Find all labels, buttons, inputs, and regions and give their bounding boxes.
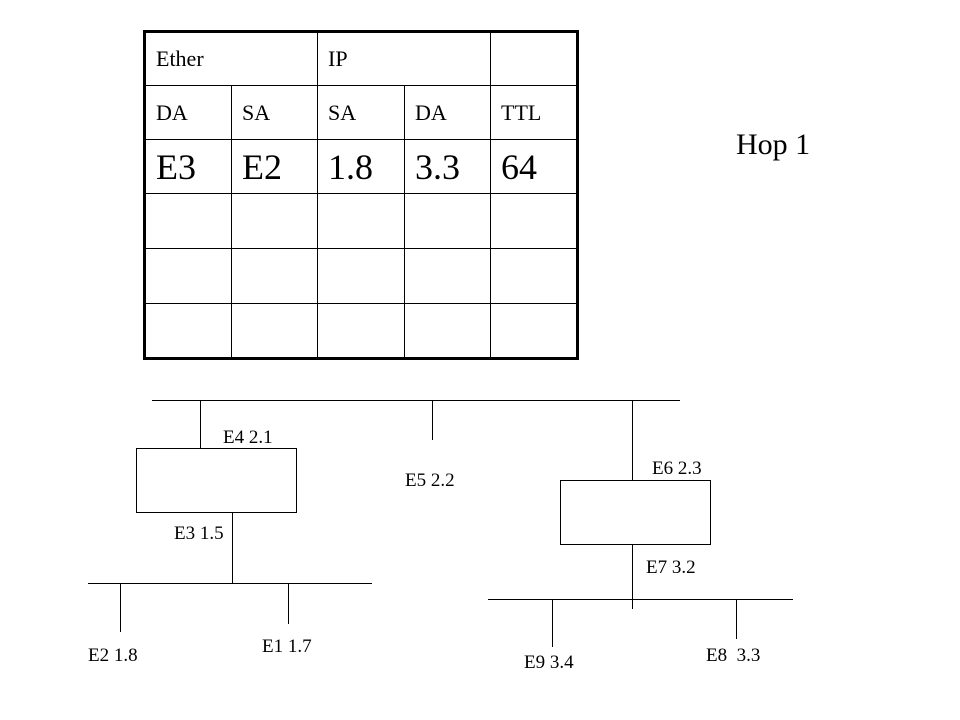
table-cell: [317, 193, 405, 249]
e3-link: [232, 512, 233, 583]
table-cell: [404, 193, 491, 249]
ip-sa-value: 1.8: [317, 139, 405, 194]
ip-da-value: 3.3: [404, 139, 491, 194]
table-header-row: Ether IP: [144, 31, 578, 86]
ip-header-cell: IP: [317, 31, 491, 86]
e4-link: [200, 400, 201, 449]
node-label-e5: E5 2.2: [405, 470, 455, 491]
table-row: [144, 193, 578, 249]
node-label-e4: E4 2.1: [223, 427, 273, 448]
table-subheader-row: DA SA SA DA TTL: [144, 85, 578, 140]
node-label-e8: E8 3.3: [706, 645, 761, 666]
e5-link: [432, 400, 433, 440]
e9-link: [552, 599, 553, 647]
table-cell: [404, 303, 491, 359]
node-label-e1: E1 1.7: [262, 636, 312, 657]
table-row: [144, 303, 578, 359]
ip-da-label: DA: [404, 85, 491, 140]
right-network-bus: [488, 599, 793, 600]
table-row: [144, 248, 578, 304]
table-cell: [231, 193, 318, 249]
ip-sa-label: SA: [317, 85, 405, 140]
ttl-value: 64: [490, 139, 578, 194]
ether-header-cell: Ether: [144, 31, 318, 86]
hop-label: Hop 1: [736, 128, 811, 161]
table-cell: [231, 303, 318, 359]
e7-link: [632, 544, 633, 609]
ether-sa-value: E2: [231, 139, 318, 194]
table-cell: [317, 303, 405, 359]
table-cell: [144, 303, 232, 359]
table-cell: [231, 248, 318, 304]
node-label-e6: E6 2.3: [652, 458, 702, 479]
ether-sa-label: SA: [231, 85, 318, 140]
ttl-label: TTL: [490, 85, 578, 140]
left-network-bus: [88, 583, 372, 584]
e1-link: [288, 583, 289, 624]
e8-link: [736, 599, 737, 639]
table-cell: [317, 248, 405, 304]
node-label-e2: E2 1.8: [88, 645, 138, 666]
ether-da-label: DA: [144, 85, 232, 140]
empty-header-cell: [490, 31, 578, 86]
router-left: [136, 448, 297, 513]
e2-link: [120, 583, 121, 632]
node-label-e9: E9 3.4: [524, 652, 574, 673]
table-cell: [144, 248, 232, 304]
table-cell: [404, 248, 491, 304]
e6-link: [632, 400, 633, 481]
table-cell: [490, 193, 578, 249]
router-right: [560, 480, 711, 545]
table-cell: [144, 193, 232, 249]
table-row: E3 E2 1.8 3.3 64: [144, 139, 578, 194]
node-label-e7: E7 3.2: [646, 557, 696, 578]
top-network-bus: [152, 400, 680, 401]
packet-header-table: Ether IP DA SA SA DA TTL E3 E2 1.8 3.3 6…: [143, 30, 579, 360]
table-cell: [490, 248, 578, 304]
node-label-e3: E3 1.5: [174, 523, 224, 544]
ether-da-value: E3: [144, 139, 232, 194]
table-cell: [490, 303, 578, 359]
